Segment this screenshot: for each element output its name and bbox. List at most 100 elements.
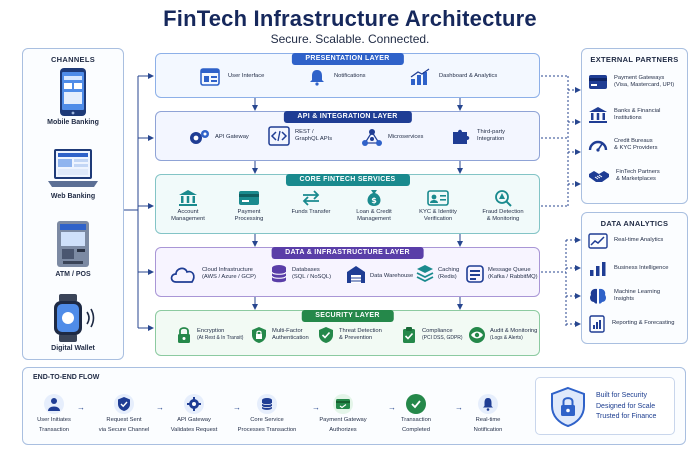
channel-atm-pos[interactable]: ATM / POS <box>23 219 123 278</box>
partner-label: Credit Bureaus <box>614 137 653 144</box>
layer-item-api-gateway[interactable]: API Gateway <box>188 128 249 148</box>
bell-icon <box>483 398 493 411</box>
code-icon <box>268 126 290 146</box>
analytics-machine-learning[interactable]: Machine Learning Insights <box>588 287 660 305</box>
layer-item-third-party[interactable]: Third-party Integration <box>451 126 505 146</box>
analytics-label-2: Insights <box>614 296 634 302</box>
report-icon <box>589 315 605 333</box>
security-layer-title: SECURITY LAYER <box>301 310 394 322</box>
flow-title: END-TO-END FLOW <box>33 374 100 381</box>
partner-banks[interactable]: Banks & Financial Institutions <box>588 106 660 124</box>
partner-payment-gateways[interactable]: Payment Gateways (Visa, Mastercard, UPI) <box>588 74 674 90</box>
analytics-label: Machine Learning <box>614 288 661 295</box>
security-item-label: Encryption <box>197 328 225 335</box>
partner-fintech-partners[interactable]: FinTech Partners & Marketplaces <box>588 168 660 184</box>
analytics-reporting-forecasting[interactable]: Reporting & Forecasting <box>588 315 675 333</box>
security-item-encryption[interactable]: Encryption (At Rest & In Transit) <box>176 326 243 344</box>
data-item-message-queue[interactable]: Message Queue (Kafka / RabbitMQ) <box>466 264 538 284</box>
layer-item-notifications[interactable]: Notifications <box>308 68 366 86</box>
security-item-label-2: (Logs & Alerts) <box>490 335 523 342</box>
layer-item-microservices[interactable]: Microservices <box>361 128 423 148</box>
layer-item-dashboard-analytics[interactable]: Dashboard & Analytics <box>409 68 497 86</box>
flow-step-api-gateway[interactable]: API Gateway Validates Request <box>159 394 229 434</box>
layers-icon <box>416 265 434 283</box>
security-item-compliance[interactable]: Compliance (PCI DSS, GDPR) <box>401 326 463 344</box>
transfer-arrows-icon <box>302 190 320 206</box>
data-item-label: Databases <box>292 266 320 273</box>
trust-line: Designed for Scale <box>596 402 656 410</box>
external-partners-panel: EXTERNAL PARTNERS Payment Gateways (Visa… <box>581 48 688 204</box>
data-item-databases[interactable]: Databases (SQL / NoSQL) <box>270 264 331 284</box>
laptop-icon <box>48 149 98 187</box>
flow-step-label: Transaction <box>400 417 432 423</box>
flow-step-core-service[interactable]: Core Service Processes Transaction <box>231 394 303 434</box>
page-subtitle: Secure. Scalable. Connected. <box>270 32 430 46</box>
data-item-caching[interactable]: Caching (Redis) <box>416 264 459 284</box>
partner-label: FinTech Partners <box>616 168 660 175</box>
analytics-label: Business Intelligence <box>614 265 669 272</box>
id-card-icon <box>427 190 449 206</box>
layer-item-user-interface[interactable]: User Interface <box>200 68 264 86</box>
channel-digital-wallet[interactable]: Digital Wallet <box>23 293 123 352</box>
core-item-loan-credit[interactable]: $ Loan & Credit Management <box>342 189 406 223</box>
data-item-cloud[interactable]: Cloud Infrastructure (AWS / Azure / GCP) <box>168 264 256 284</box>
network-nodes-icon <box>362 129 382 146</box>
data-layer-title: DATA & INFRASTRUCTURE LAYER <box>271 247 424 259</box>
partner-credit-bureaus[interactable]: Credit Bureaus & KYC Providers <box>588 137 658 153</box>
flow-arrow-icon: → <box>156 403 164 412</box>
core-item-fraud-detection[interactable]: Fraud Detection & Monitoring <box>470 189 536 223</box>
core-item-label-2: Management <box>171 216 205 223</box>
svg-text:$: $ <box>371 196 377 205</box>
core-item-kyc-identity[interactable]: KYC & Identity Verification <box>406 189 470 223</box>
line-chart-icon <box>588 233 608 249</box>
core-item-payment-processing[interactable]: Payment Processing <box>218 189 280 223</box>
flow-step-user-initiates[interactable]: User Initiates Transaction <box>19 394 89 434</box>
browser-window-icon <box>200 68 220 86</box>
channel-label: Digital Wallet <box>51 345 95 352</box>
gear-icon <box>187 397 201 411</box>
layer-item-label: User Interface <box>228 73 265 80</box>
security-item-threat-detection[interactable]: Threat Detection & Prevention <box>318 326 382 344</box>
layer-item-label: Notifications <box>334 73 366 80</box>
money-bag-icon: $ <box>367 190 381 206</box>
security-item-mfa[interactable]: Multi-Factor Authentication <box>251 326 309 344</box>
flow-step-real-time-notification[interactable]: Real-time Notification <box>453 394 523 434</box>
core-item-label: KYC & Identity <box>419 209 457 215</box>
data-analytics-panel: DATA ANALYTICS Real-time Analytics Busin… <box>581 212 688 344</box>
partner-label-2: & KYC Providers <box>614 145 658 151</box>
security-item-audit-monitoring[interactable]: Audit & Monitoring (Logs & Alerts) <box>468 326 537 344</box>
core-item-label: Payment <box>237 209 261 215</box>
analytics-business-intelligence[interactable]: Business Intelligence <box>588 261 668 277</box>
partner-label-2: (Visa, Mastercard, UPI) <box>614 82 675 88</box>
presentation-layer-title: PRESENTATION LAYER <box>291 53 404 65</box>
flow-step-label: API Gateway <box>177 417 211 423</box>
gauge-icon <box>588 140 608 152</box>
core-item-account-management[interactable]: Account Management <box>158 189 218 223</box>
flow-step-label-2: Completed <box>401 427 431 434</box>
flow-step-label-2: Transaction <box>38 427 70 434</box>
external-partners-title: EXTERNAL PARTNERS <box>590 55 679 64</box>
flow-step-label: Payment Gateway <box>319 417 367 423</box>
bank-icon <box>589 107 607 123</box>
flow-step-payment-gateway[interactable]: Payment Gateway Authorizes <box>307 394 379 434</box>
queue-icon <box>466 265 484 283</box>
analytics-real-time[interactable]: Real-time Analytics <box>588 233 663 249</box>
flow-step-transaction-completed[interactable]: Transaction Completed <box>381 394 451 434</box>
layer-item-rest-graphql[interactable]: REST / GraphQL APIs <box>268 126 332 146</box>
credit-card-icon <box>239 191 259 205</box>
data-item-warehouse[interactable]: Data Warehouse <box>346 264 413 284</box>
bell-icon <box>310 70 324 86</box>
channel-web-banking[interactable]: Web Banking <box>23 147 123 200</box>
page-title: FinTech Infrastructure Architecture <box>163 6 537 31</box>
layer-item-label: REST / <box>295 128 314 135</box>
core-item-label: Account <box>177 209 199 215</box>
channel-mobile-banking[interactable]: Mobile Banking <box>23 67 123 126</box>
api-layer-title: API & INTEGRATION LAYER <box>283 111 412 123</box>
core-item-funds-transfer[interactable]: Funds Transfer <box>280 189 342 216</box>
shield-lock-icon <box>551 386 585 428</box>
trust-line: Trusted for Finance <box>596 413 657 420</box>
flow-arrow-icon: → <box>77 403 85 412</box>
flow-step-request-sent[interactable]: Request Sent via Secure Channel <box>89 394 159 434</box>
trust-line: Built for Security <box>596 392 647 399</box>
